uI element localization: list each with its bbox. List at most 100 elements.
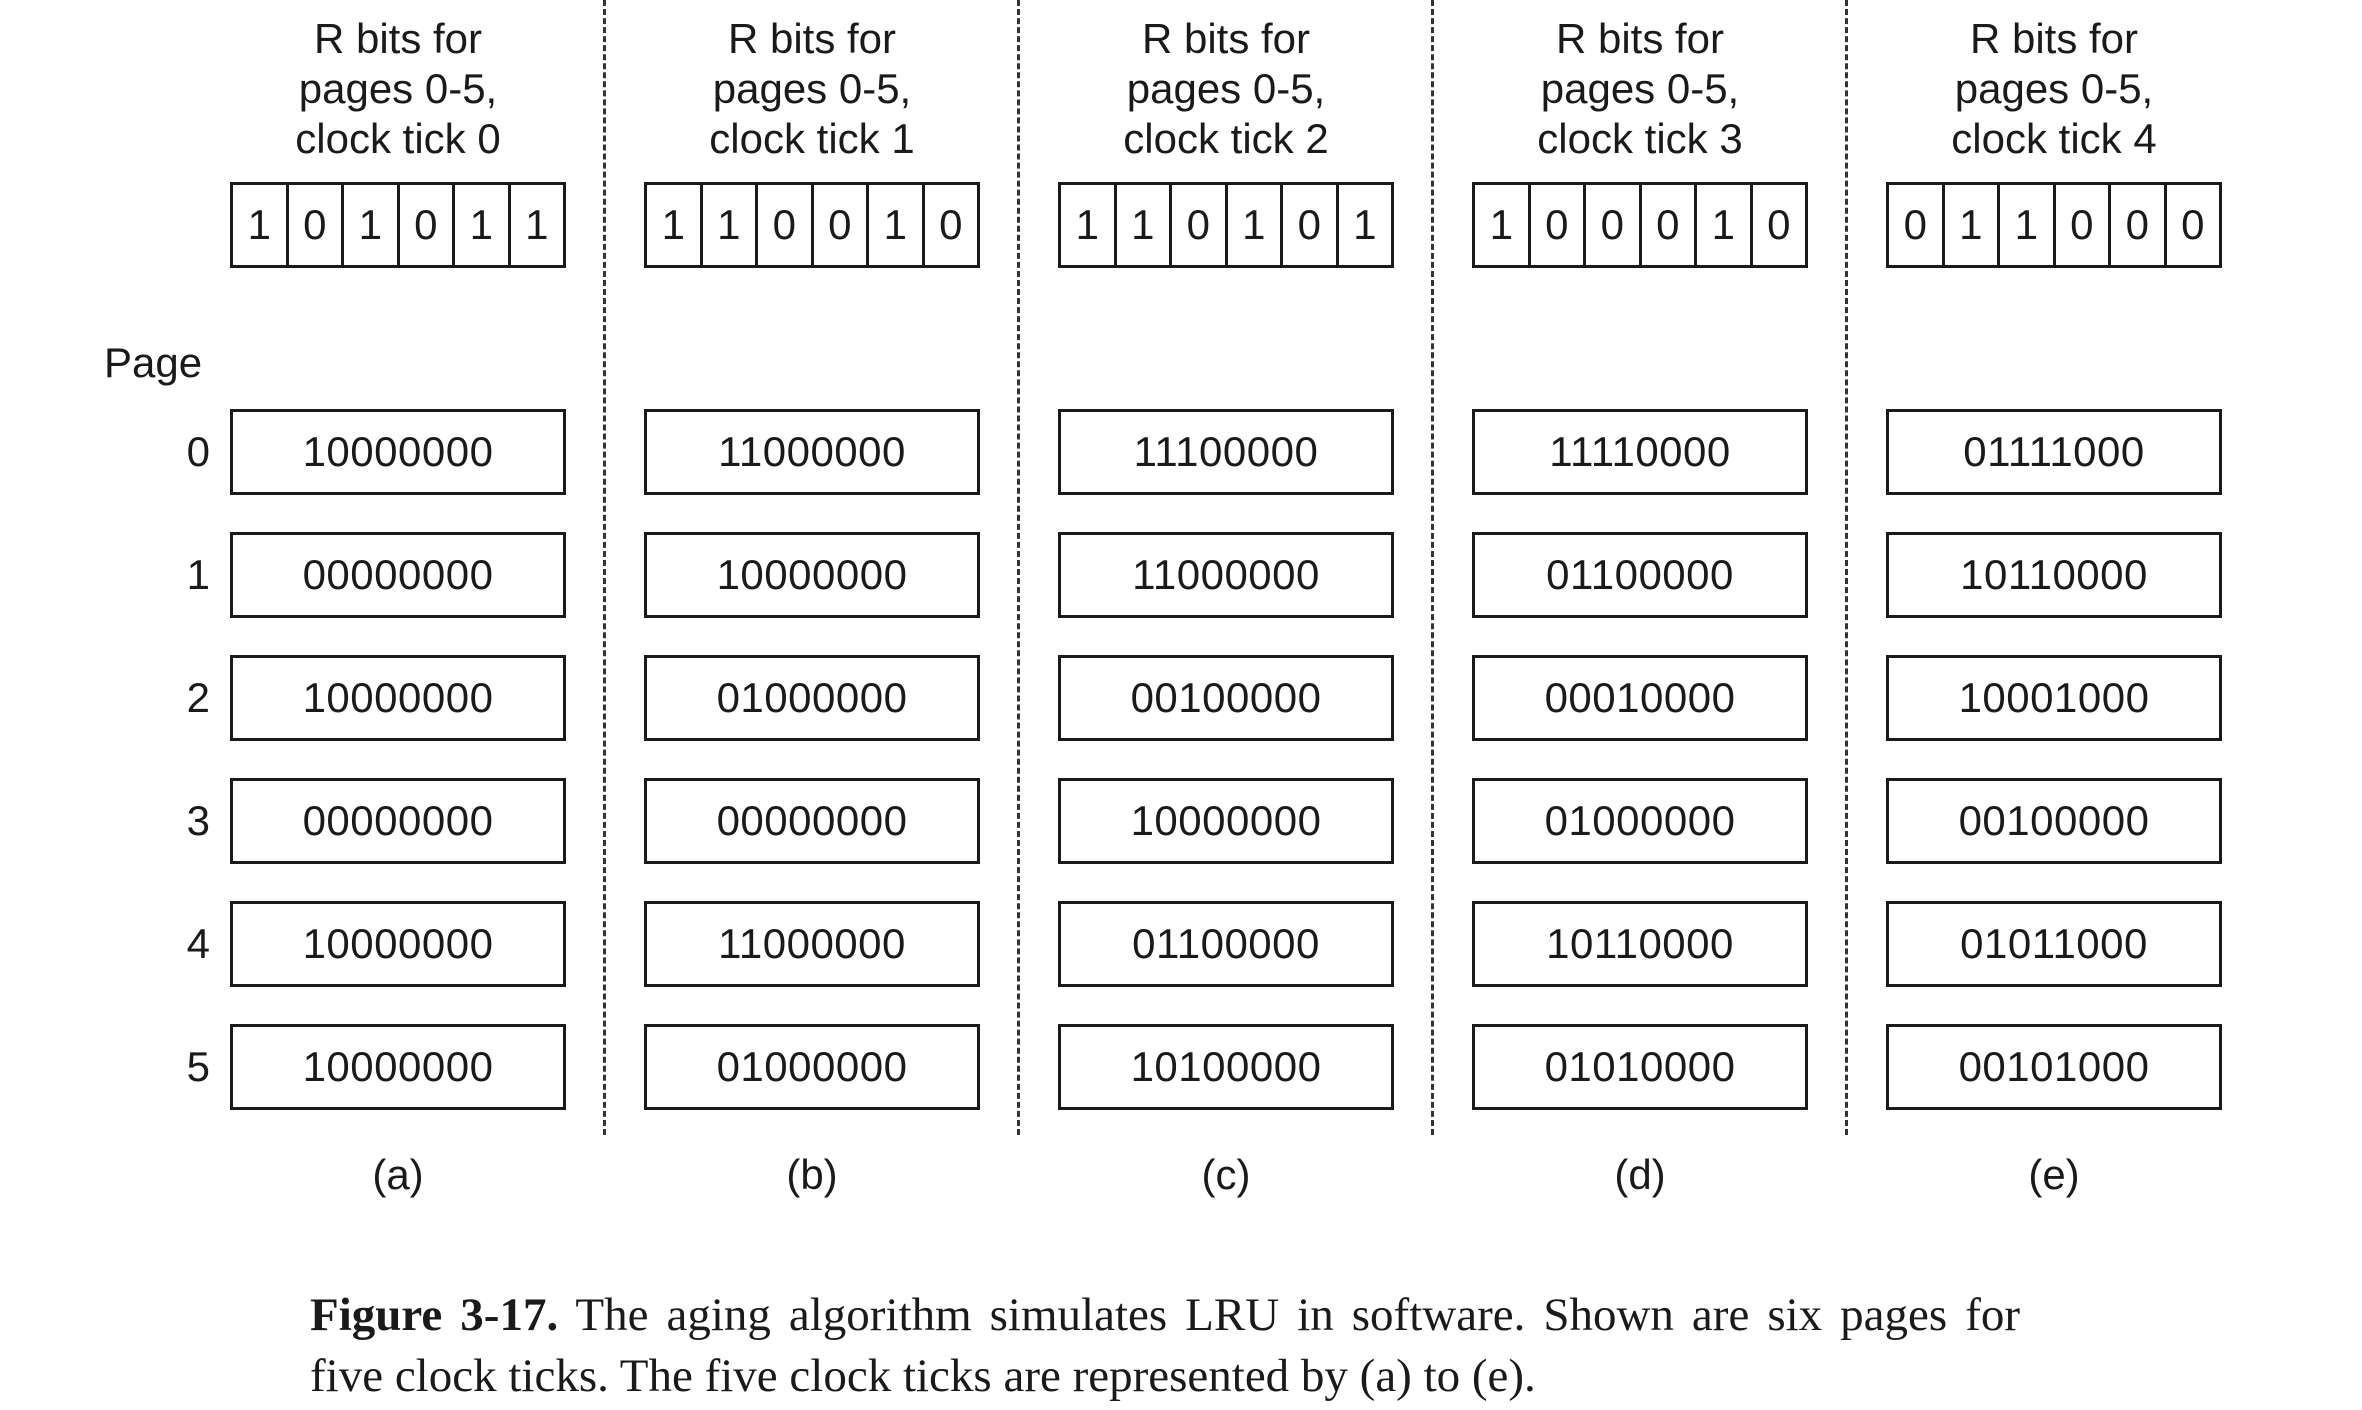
r-bit-cell: 0 <box>1583 185 1639 265</box>
age-counter-list: 11100000 11000000 00100000 10000000 01100000… <box>1058 409 1394 1147</box>
age-counter: 01000000 <box>644 655 980 741</box>
r-bit-cell: 1 <box>699 185 756 265</box>
page-axis-label: Page <box>104 339 203 386</box>
r-bit-cell: 0 <box>755 185 811 265</box>
age-counter: 00100000 <box>1886 778 2222 864</box>
r-bit-cell: 1 <box>1224 185 1281 265</box>
r-bit-cell: 0 <box>1749 185 1806 265</box>
age-counter: 01100000 <box>1472 532 1808 618</box>
column-header: R bits for pages 0-5, clock tick 2 <box>1123 15 1329 162</box>
r-bit-cell: 0 <box>2052 185 2109 265</box>
age-counter-list: 11110000 01100000 00010000 01000000 10110000… <box>1472 409 1808 1147</box>
age-counter: 01000000 <box>1472 778 1808 864</box>
r-bit-cell: 1 <box>452 185 508 265</box>
r-bit-cell: 0 <box>396 185 453 265</box>
age-counter: 10000000 <box>230 409 566 495</box>
column-label: (c) <box>1201 1151 1251 1198</box>
age-counter: 10000000 <box>1058 778 1394 864</box>
r-bit-cell: 1 <box>341 185 397 265</box>
age-counter: 11100000 <box>1058 409 1394 495</box>
age-counter: 00000000 <box>644 778 980 864</box>
column-label: (e) <box>2028 1151 2080 1198</box>
r-bit-cell: 1 <box>1113 185 1170 265</box>
figure-caption: Figure 3-17. The aging algorithm simulat… <box>310 1285 2020 1407</box>
age-counter: 01111000 <box>1886 409 2222 495</box>
page-number: 3 <box>186 797 210 844</box>
r-bit-cell: 1 <box>1997 185 2053 265</box>
r-bit-cell: 1 <box>1335 185 1392 265</box>
age-counter: 00101000 <box>1886 1024 2222 1110</box>
age-counter: 01100000 <box>1058 901 1394 987</box>
page-number: 5 <box>186 1043 210 1090</box>
age-counter-list: 01111000 10110000 10001000 00100000 01011000… <box>1886 409 2222 1147</box>
age-counter: 00000000 <box>230 778 566 864</box>
r-bit-cell: 0 <box>1527 185 1584 265</box>
age-counter: 10000000 <box>230 655 566 741</box>
age-counter: 00010000 <box>1472 655 1808 741</box>
r-bit-cell: 0 <box>1280 185 1336 265</box>
age-counter: 01000000 <box>644 1024 980 1110</box>
r-bit-cell: 0 <box>285 185 342 265</box>
page-number: 2 <box>186 674 210 721</box>
caption-label: Figure 3-17. <box>310 1289 559 1341</box>
r-bit-cell: 0 <box>810 185 867 265</box>
column-label: (d) <box>1614 1151 1666 1198</box>
r-bit-cell: 1 <box>507 185 564 265</box>
page-number-list: 0 1 2 3 4 5 <box>150 409 210 1147</box>
age-counter: 01011000 <box>1886 901 2222 987</box>
column-divider <box>1845 0 1848 1135</box>
page-number: 4 <box>186 920 210 967</box>
r-bit-cell: 0 <box>1169 185 1225 265</box>
age-counter: 10110000 <box>1472 901 1808 987</box>
r-bit-cell: 0 <box>2163 185 2220 265</box>
age-counter: 10000000 <box>644 532 980 618</box>
r-bit-cell: 1 <box>247 201 271 248</box>
r-bit-cell: 1 <box>866 185 922 265</box>
age-counter: 00100000 <box>1058 655 1394 741</box>
age-counter: 01010000 <box>1472 1024 1808 1110</box>
caption-text: The aging algorithm simulates LRU in sof… <box>310 1289 2021 1402</box>
age-counter: 10000000 <box>230 901 566 987</box>
age-counter: 11110000 <box>1472 409 1808 495</box>
age-counter: 10110000 <box>1886 532 2222 618</box>
r-bit-cell: 1 <box>1489 201 1513 248</box>
age-counter: 11000000 <box>644 901 980 987</box>
age-counter: 11000000 <box>1058 532 1394 618</box>
column-divider <box>1017 0 1020 1135</box>
age-counter: 00000000 <box>230 532 566 618</box>
age-counter-list: 11000000 10000000 01000000 00000000 11000000… <box>644 409 980 1147</box>
age-counter-list: 10000000 00000000 10000000 00000000 10000000… <box>230 409 566 1147</box>
r-bit-cell: 0 <box>921 185 978 265</box>
column-divider <box>603 0 606 1135</box>
column-header: R bits for pages 0-5, clock tick 3 <box>1537 15 1743 162</box>
r-bit-cell: 0 <box>2108 185 2164 265</box>
column-label: (b) <box>786 1151 838 1198</box>
r-bit-cell: 0 <box>1638 185 1695 265</box>
page-number: 0 <box>186 428 210 475</box>
page-number: 1 <box>186 551 210 598</box>
r-bit-cell: 1 <box>661 201 685 248</box>
column-header: R bits for pages 0-5, clock tick 0 <box>295 15 501 162</box>
age-counter: 11000000 <box>644 409 980 495</box>
age-counter: 10100000 <box>1058 1024 1394 1110</box>
r-bit-cell: 1 <box>1941 185 1998 265</box>
r-bit-cell: 0 <box>1903 201 1927 248</box>
column-header: R bits for pages 0-5, clock tick 1 <box>709 15 915 162</box>
column-header: R bits for pages 0-5, clock tick 4 <box>1951 15 2157 162</box>
column-label: (a) <box>372 1151 424 1198</box>
r-bit-cell: 1 <box>1694 185 1750 265</box>
r-bit-cell: 1 <box>1075 201 1099 248</box>
column-divider <box>1431 0 1434 1135</box>
age-counter: 10001000 <box>1886 655 2222 741</box>
